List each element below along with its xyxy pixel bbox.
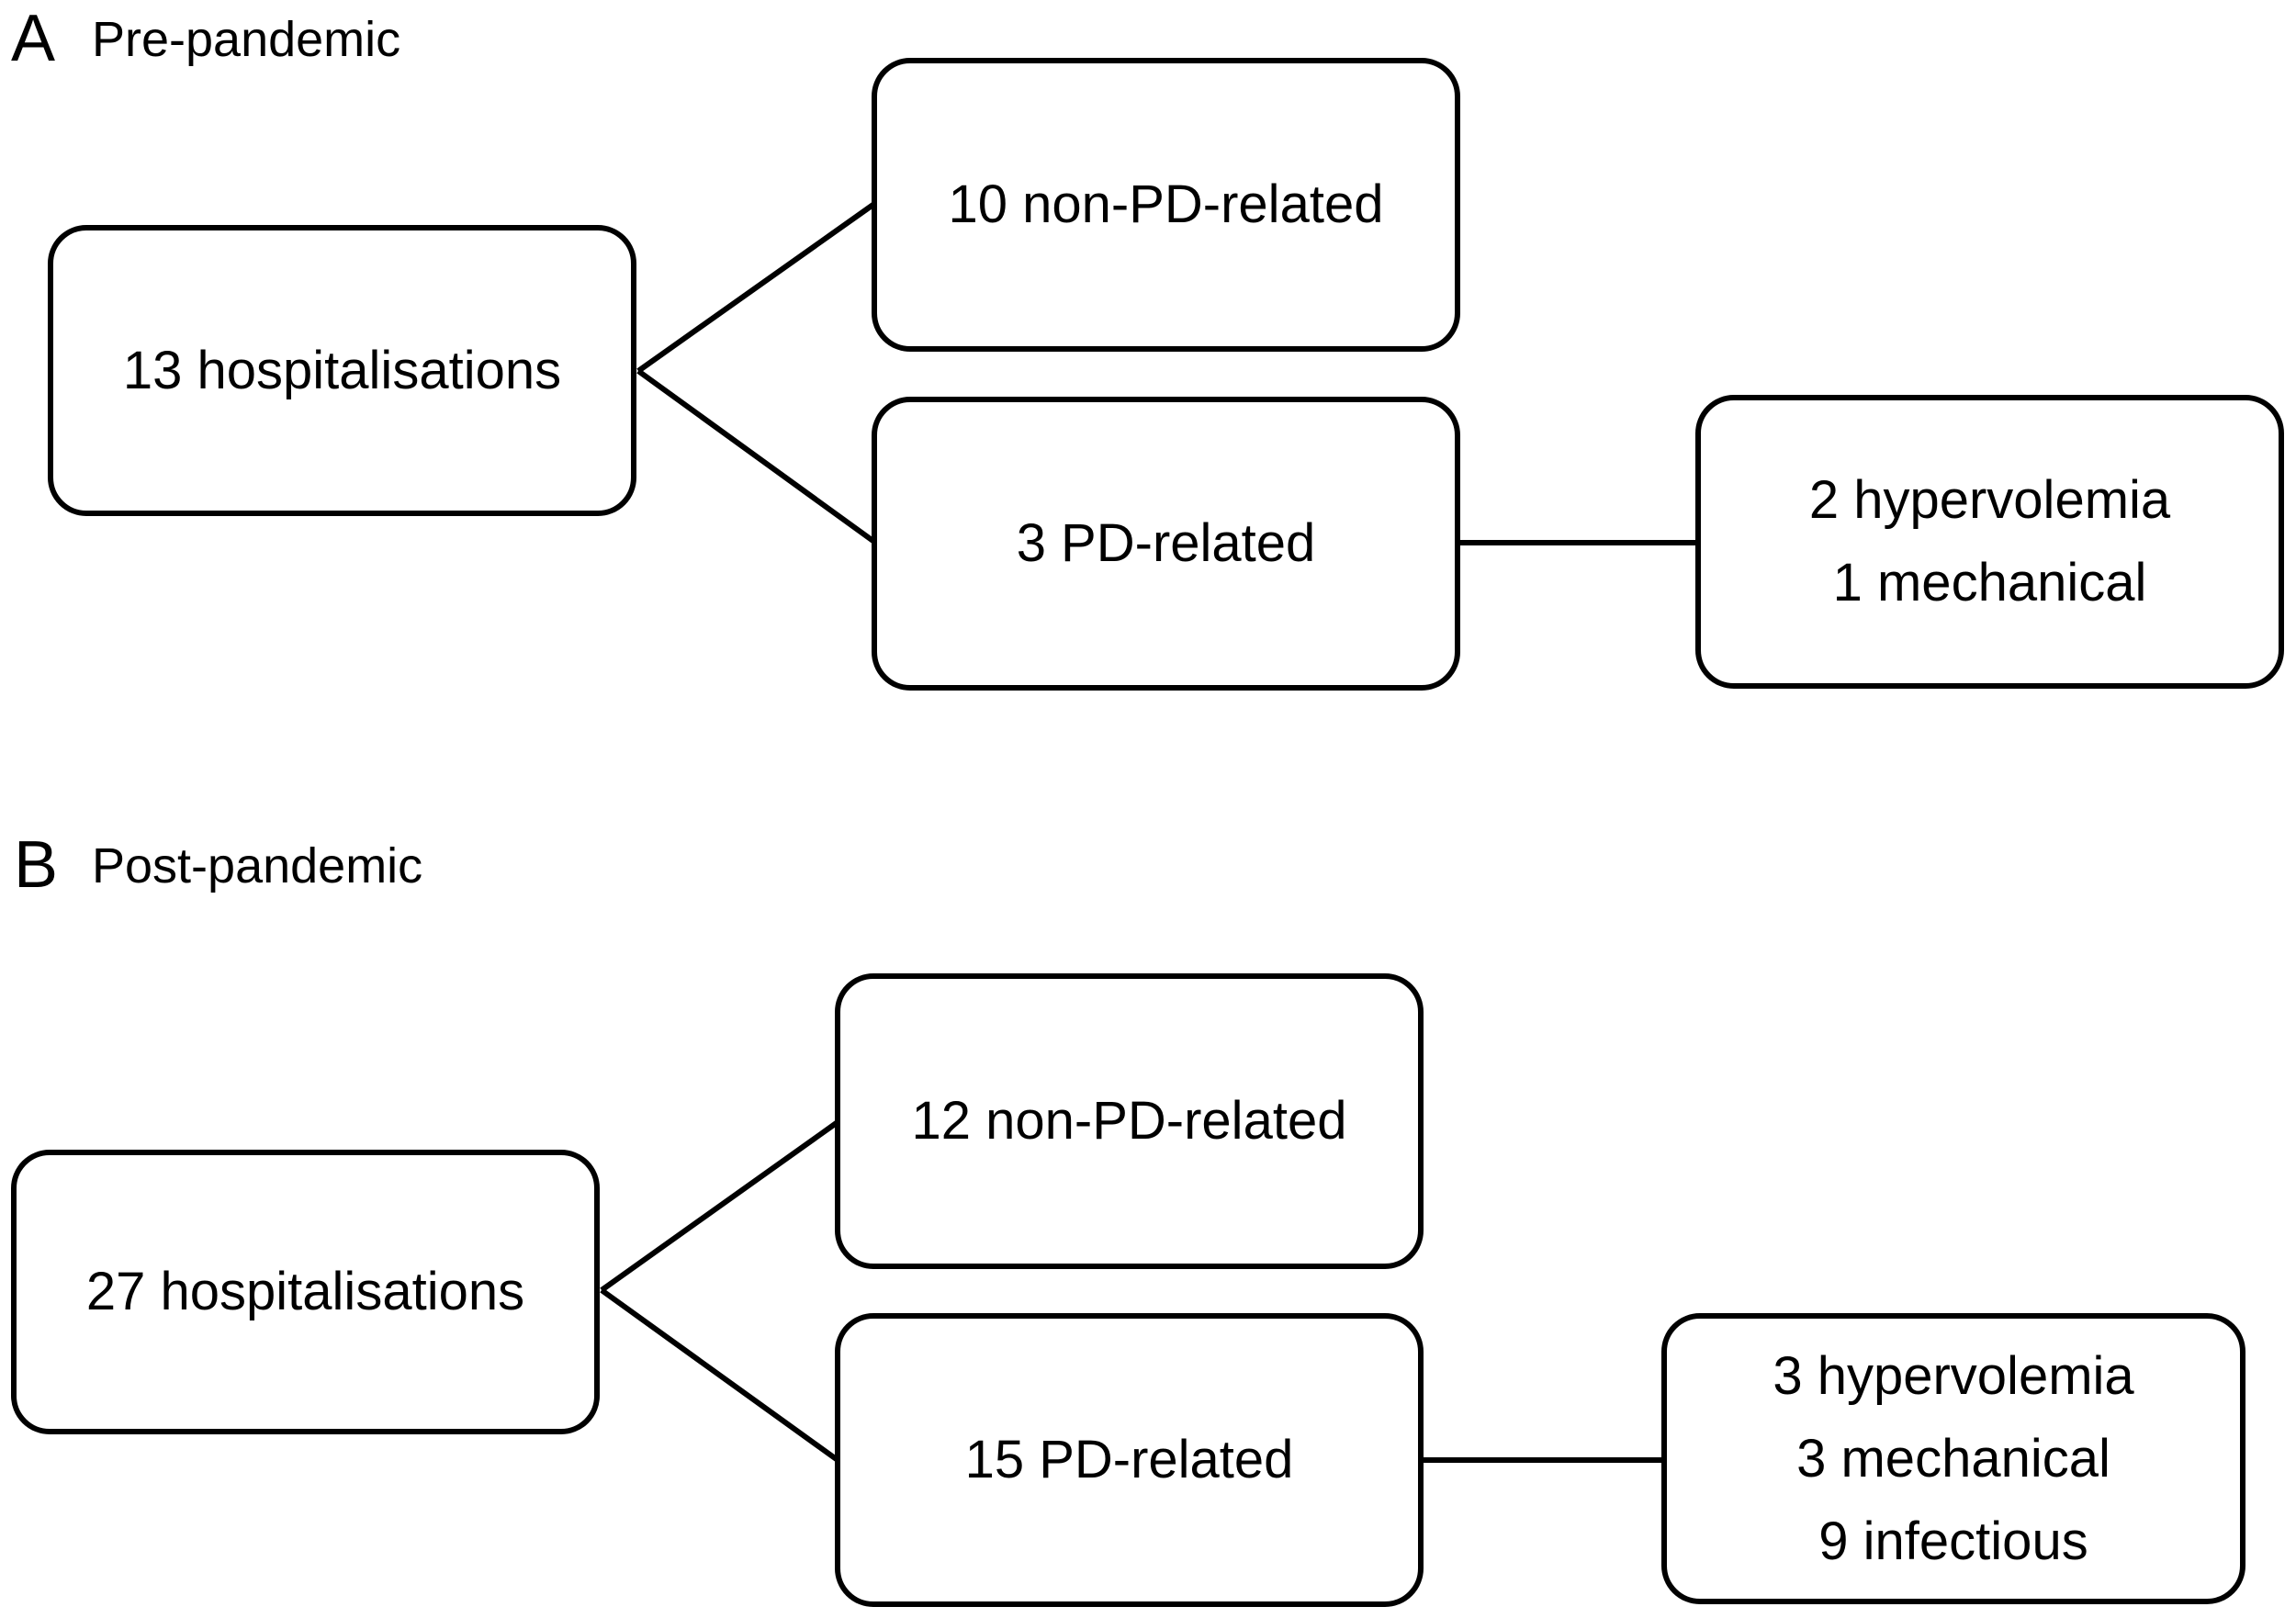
- connector-a-root-to-nonpd: [636, 201, 876, 374]
- connector-b-root-to-pd: [600, 1287, 839, 1463]
- box-a-pd-related-text: 3 PD-related: [1016, 513, 1316, 573]
- box-b-pd-related-text: 15 PD-related: [964, 1430, 1294, 1489]
- box-b-pd-breakdown: 3 hypervolemia 3 mechanical 9 infectious: [1661, 1313, 2245, 1604]
- connector-b-root-to-nonpd: [600, 1119, 839, 1293]
- connector-a-root-to-pd: [636, 368, 876, 545]
- box-b-non-pd-related-text: 12 non-PD-related: [911, 1091, 1347, 1151]
- panel-b-label: B: [14, 828, 59, 902]
- box-b-pd-breakdown-line: 3 hypervolemia: [1773, 1345, 2134, 1406]
- box-a-hospitalisations-text: 13 hospitalisations: [122, 340, 562, 400]
- box-b-hospitalisations-text: 27 hospitalisations: [85, 1262, 525, 1321]
- box-a-pd-breakdown-line: 2 hypervolemia: [1808, 470, 2171, 530]
- box-a-pd-breakdown-line: 1 mechanical: [1832, 553, 2147, 612]
- box-a-pd-breakdown: 2 hypervolemia 1 mechanical: [1695, 395, 2284, 689]
- panel-a-label: A: [11, 2, 56, 75]
- box-b-non-pd-related: 12 non-PD-related: [835, 973, 1424, 1269]
- box-a-non-pd-related-text: 10 non-PD-related: [948, 174, 1384, 234]
- panel-a-title: Pre-pandemic: [92, 12, 401, 67]
- box-a-non-pd-related: 10 non-PD-related: [872, 58, 1460, 352]
- box-b-hospitalisations: 27 hospitalisations: [11, 1150, 600, 1434]
- box-b-pd-breakdown-line: 3 mechanical: [1796, 1428, 2110, 1489]
- panel-b-title: Post-pandemic: [92, 838, 423, 893]
- box-b-pd-breakdown-line: 9 infectious: [1818, 1511, 2088, 1571]
- box-a-hospitalisations: 13 hospitalisations: [48, 225, 636, 516]
- box-a-pd-related: 3 PD-related: [872, 397, 1460, 691]
- box-b-pd-related: 15 PD-related: [835, 1313, 1424, 1607]
